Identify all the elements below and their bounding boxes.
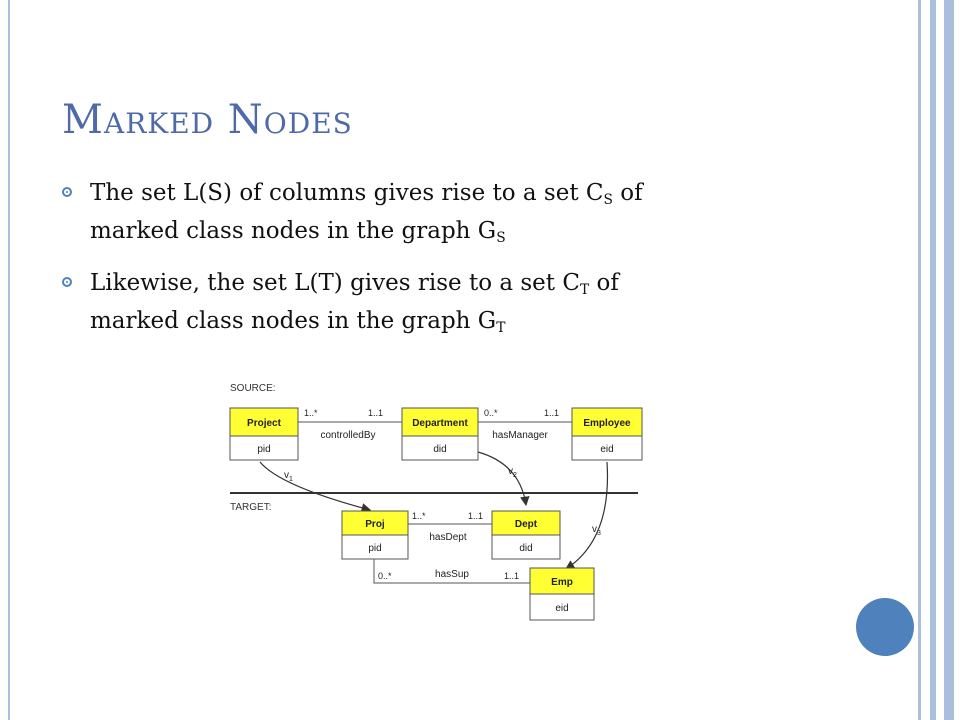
bullet-item: The set L(S) of columns gives rise to a …	[62, 178, 822, 254]
multiplicity-hassup-to: 1..1	[504, 571, 519, 581]
bullet-circle-icon	[62, 277, 72, 288]
bullet-subscript: S	[496, 230, 506, 247]
class-attr-dept: did	[519, 543, 532, 554]
bullet-text: of	[612, 180, 643, 206]
title-initial: M	[62, 97, 104, 143]
multiplicity-controlledby-to: 1..1	[368, 408, 383, 418]
slide-right-stripe	[944, 0, 954, 720]
class-box-emp	[529, 567, 595, 595]
class-attr-proj: pid	[368, 543, 381, 554]
multiplicity-hassup-from: 0..*	[378, 571, 392, 581]
decorative-circle	[856, 598, 914, 656]
mapping-label-v2: v2	[508, 466, 517, 479]
target-label: TARGET:	[230, 502, 271, 513]
class-name-dept: Dept	[515, 519, 538, 530]
slide-title: MARKED NODES	[62, 96, 353, 148]
title-smallcaps: ODES	[263, 107, 353, 140]
class-box-project	[229, 407, 299, 437]
bullet-text: Likewise, the set L(T) gives rise to a s…	[90, 270, 580, 297]
class-box-department	[401, 407, 479, 437]
bullet-subscript: T	[579, 282, 590, 299]
attr-box-proj	[341, 534, 409, 560]
multiplicity-hasmanager-from: 0..*	[484, 408, 498, 418]
bullet-circle-icon	[62, 187, 72, 197]
source-label: SOURCE:	[230, 383, 276, 394]
class-name-emp: Emp	[551, 577, 573, 588]
multiplicity-hasdept-to: 1..1	[468, 511, 483, 521]
attr-box-employee	[571, 435, 643, 461]
schema-mapping-diagram: SOURCE: TARGET: ProjectpidDepartmentdidE…	[229, 383, 643, 621]
slide-right-stripe	[930, 0, 936, 720]
multiplicity-hasmanager-to: 1..1	[544, 408, 559, 418]
class-name-department: Department	[412, 418, 468, 429]
class-box-proj	[341, 510, 409, 536]
slide-left-border	[8, 0, 10, 720]
bullet-text: of	[589, 270, 619, 297]
multiplicity-controlledby-from: 1..*	[304, 408, 318, 418]
class-attr-employee: eid	[600, 444, 613, 455]
assoc-name-hasmanager: hasManager	[492, 430, 548, 441]
bullet-text: marked class nodes in the graph G	[90, 308, 497, 335]
assoc-name-hassup: hasSup	[435, 569, 469, 580]
class-name-employee: Employee	[583, 418, 631, 429]
title-smallcaps: ARKED	[103, 107, 215, 140]
attr-box-dept	[491, 534, 561, 560]
class-name-project: Project	[247, 418, 282, 429]
bullet-subscript: T	[496, 320, 506, 337]
class-attr-emp: eid	[555, 603, 568, 614]
bullet-text: The set L(S) of columns gives rise to a …	[90, 180, 604, 206]
bullet-subscript: S	[603, 192, 613, 209]
slide-right-stripe	[918, 0, 921, 720]
title-initial: N	[227, 97, 264, 143]
bullet-item: Likewise, the set L(T) gives rise to a s…	[62, 268, 822, 344]
class-attr-department: did	[433, 444, 446, 455]
attr-box-emp	[529, 593, 595, 621]
assoc-line-hassup	[373, 559, 530, 584]
mapping-label-v1: v1	[284, 470, 293, 483]
class-attr-project: pid	[257, 444, 270, 455]
bullet-list: The set L(S) of columns gives rise to a …	[62, 178, 822, 359]
class-box-dept	[491, 510, 561, 536]
class-name-proj: Proj	[365, 519, 385, 530]
class-box-employee	[571, 407, 643, 437]
assoc-name-hasdept: hasDept	[429, 532, 466, 543]
multiplicity-hasdept-from: 1..*	[412, 511, 426, 521]
mapping-label-v3: v3	[592, 524, 601, 537]
attr-box-department	[401, 435, 479, 461]
bullet-text: marked class nodes in the graph G	[90, 218, 497, 245]
mapping-arrow-v3	[564, 461, 609, 570]
attr-box-project	[229, 435, 299, 461]
assoc-name-controlledby: controlledBy	[320, 430, 375, 441]
mapping-arrow-v2	[477, 451, 530, 507]
mapping-arrow-v1	[259, 461, 372, 513]
